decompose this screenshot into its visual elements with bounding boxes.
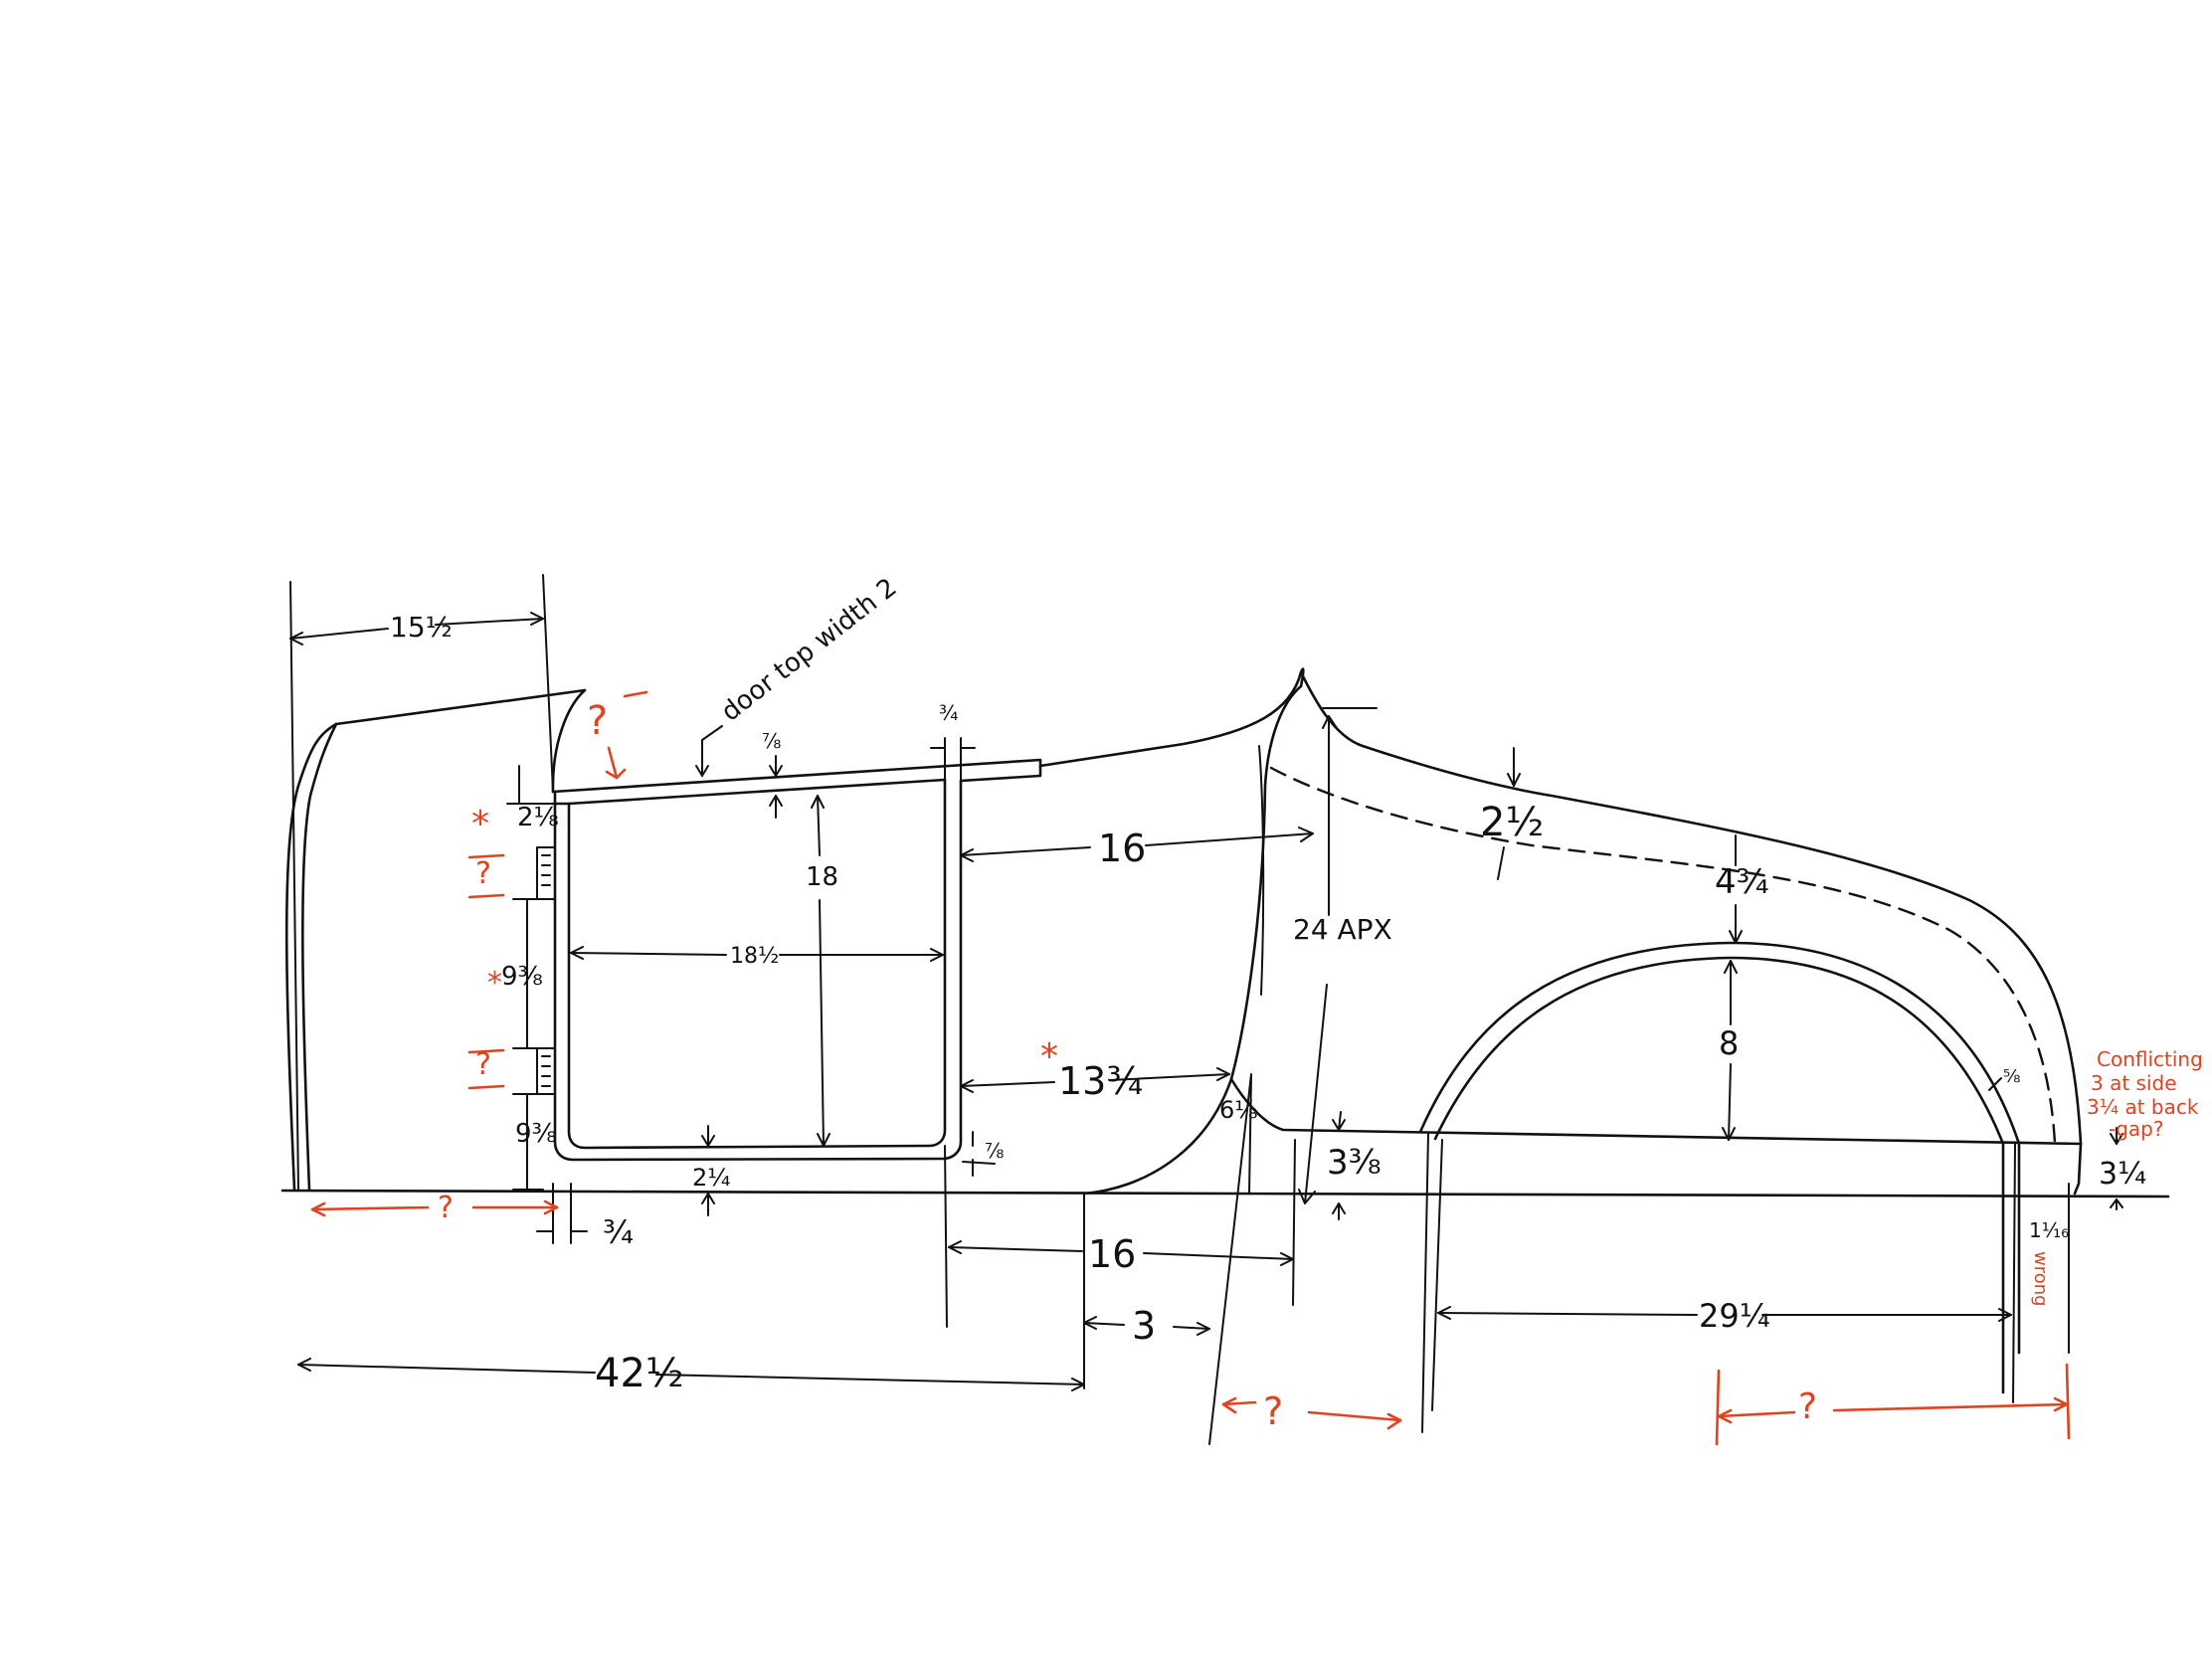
label-door-bottom-gap: 9⅜: [515, 1119, 557, 1149]
seat-back-inner: [1258, 745, 1265, 996]
hinges: [536, 846, 556, 1095]
note-door-top-width: door top width 2: [716, 573, 903, 728]
cowl-front: [284, 722, 338, 1192]
wheel-arch-outer: [1418, 941, 2021, 1355]
label-deck-lip: 2½: [1480, 800, 1544, 845]
label-hinge-spacing: 9⅜: [501, 962, 543, 992]
conflicting-line-1: Conflicting: [2097, 1047, 2203, 1071]
svg-text:Conflicting 3 at side: Conflicting 3 at side 3¼ at back -gap?: [2087, 1047, 2209, 1141]
rear-step-line: [1229, 1077, 2083, 1146]
dimension-labels: 15½ 2⅛ 9⅜ 9⅜ ¾ ⅞ ¾ 18 18½ 2¼ ⅞ 16 13¾ 16…: [390, 573, 2146, 1396]
question-lower-right: ?: [1798, 1386, 1817, 1427]
question-lower-middle: ?: [1263, 1389, 1283, 1433]
asterisk-mid: *: [1040, 1036, 1058, 1077]
ground-line: [280, 1189, 2170, 1198]
label-rear-tail-height: 3¼: [2099, 1157, 2146, 1192]
dimension-lines: [289, 574, 2123, 1445]
rail-to-seat: [1038, 667, 1305, 768]
label-door-bottom-right: ⅞: [985, 1139, 1004, 1163]
red-labels: ? * ? * ? ? * ? ? wrong: [438, 698, 2051, 1433]
cowl-top: [334, 688, 587, 726]
label-door-width: 18½: [730, 944, 779, 969]
label-cowl-width: 15½: [390, 611, 453, 644]
question-top: ?: [587, 698, 608, 744]
label-door-top-gap: 2⅛: [517, 803, 559, 832]
asterisk-top: *: [471, 804, 489, 844]
door-frame-inner: [567, 778, 947, 1150]
rear-deck-top: [1299, 670, 2083, 1146]
rear-tail: [2073, 1142, 2083, 1196]
label-door-top-right: ¾: [939, 701, 958, 725]
asterisk-hinge: *: [487, 966, 502, 1001]
seat-back: [1082, 684, 1303, 1196]
cowl-rear-curve: [551, 688, 587, 794]
label-body-height: 24 APX: [1293, 913, 1392, 946]
conflicting-line-2: 3 at side: [2091, 1071, 2177, 1095]
label-rear-step: 3⅜: [1327, 1143, 1382, 1183]
label-wheel-lip: ⅝: [2003, 1066, 2020, 1087]
label-door-to-seat-top: 16: [1098, 827, 1146, 870]
question-bottom-left: ?: [438, 1191, 454, 1225]
question-hinge-lower: ?: [475, 1047, 491, 1082]
rear-deck-dashed: [1269, 766, 2057, 1146]
label-rear-post-height: 6⅛: [1219, 1096, 1258, 1124]
label-door-height: 18: [806, 862, 838, 892]
wheel-arch-inner: [1433, 956, 2005, 1394]
label-deck-to-wheel: 4¾: [1715, 862, 1769, 902]
label-door-bottom-gap-inner: 2¼: [692, 1164, 731, 1192]
question-hinge-upper: ?: [475, 856, 491, 891]
conflicting-line-3: 3¼ at back: [2087, 1095, 2199, 1119]
label-door-top-rail: ⅞: [762, 729, 781, 753]
body-outline: [280, 667, 2170, 1394]
red-annotations: [310, 690, 2071, 1446]
door-top-rail: [551, 758, 1042, 794]
label-door-to-seat-mid: 13¾: [1058, 1059, 1143, 1103]
label-wheel-arch-width: 29¼: [1699, 1297, 1770, 1335]
label-wheel-arch-height: 8: [1719, 1024, 1739, 1062]
label-overall-length: 42½: [595, 1351, 684, 1396]
door-frame-outer: [553, 779, 963, 1162]
door-top-inner: [567, 778, 947, 806]
note-wrong: wrong: [2030, 1251, 2051, 1307]
label-door-inset-bottom: ¾: [603, 1213, 634, 1251]
hinge-lower: [536, 1047, 556, 1095]
hinge-upper: [536, 846, 556, 900]
label-rear-tail-gap: 1⅟₁₆: [2029, 1218, 2069, 1242]
label-seat-offset: 3: [1132, 1304, 1156, 1348]
conflicting-line-4: -gap?: [2109, 1117, 2163, 1141]
note-conflicting: Conflicting 3 at side 3¼ at back -gap?: [2087, 1047, 2209, 1141]
cowl-front-inner: [301, 722, 338, 1192]
label-seat-to-body-bottom: 16: [1088, 1232, 1136, 1276]
